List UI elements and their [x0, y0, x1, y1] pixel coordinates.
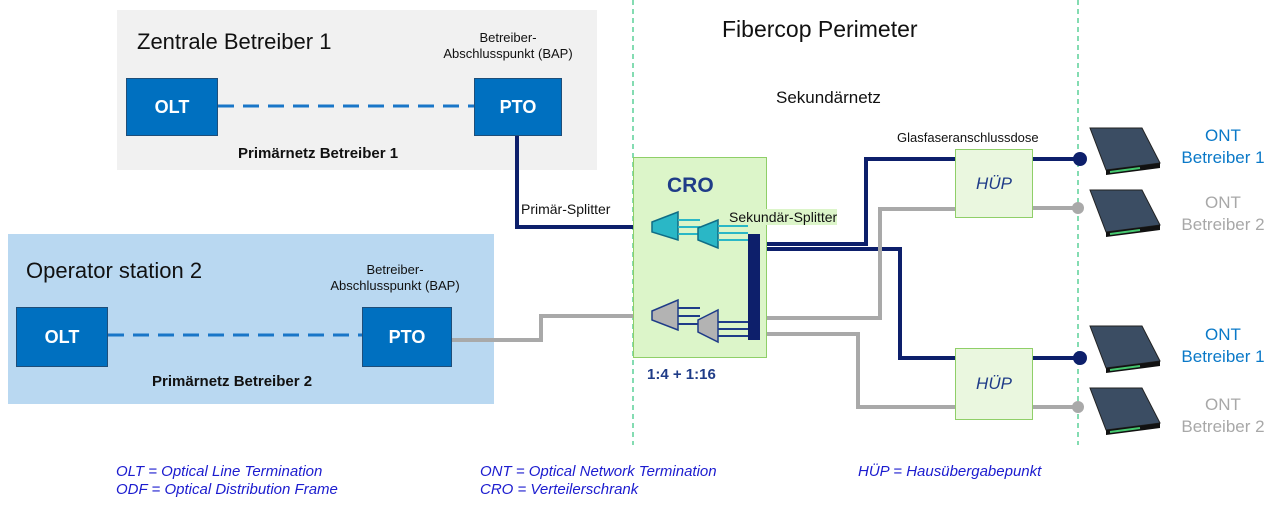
ont-operator: Betreiber 1	[1181, 347, 1265, 366]
operator2-olt-box: OLT	[16, 307, 108, 367]
connector-dot	[1072, 401, 1084, 413]
legend-odf: ODF = Optical Distribution Frame	[116, 481, 338, 498]
cro-ratio-label: 1:4 + 1:16	[647, 366, 716, 383]
hup-box-top: HÜP	[955, 149, 1033, 218]
glasfaser-label: Glasfaseranschlussdose	[897, 130, 1039, 145]
bap-line2: Abschlusspunkt (BAP)	[443, 46, 573, 61]
operator1-title: Zentrale Betreiber 1	[137, 29, 332, 54]
ont-label-4: ONT Betreiber 2	[1168, 394, 1278, 438]
hup-box-bottom: HÜP	[955, 348, 1033, 420]
secondary-splitter-label: Sekundär-Splitter	[729, 209, 838, 225]
legend-hup: HÜP = Hausübergabepunkt	[858, 463, 1042, 480]
operator1-bap-label: Betreiber- Abschlusspunkt (BAP)	[419, 30, 597, 62]
legend-right: HÜP = Hausübergabepunkt	[858, 463, 1041, 481]
ont-title: ONT	[1205, 126, 1241, 145]
operator2-bap-label: Betreiber- Abschlusspunkt (BAP)	[306, 262, 484, 294]
cro-label: CRO	[667, 174, 714, 197]
ont-label-1: ONT Betreiber 1	[1168, 125, 1278, 169]
operator2-primary-net-label: Primärnetz Betreiber 2	[152, 373, 313, 390]
ont-operator: Betreiber 1	[1181, 148, 1265, 167]
connector-dot	[1073, 351, 1087, 365]
ont-title: ONT	[1205, 193, 1241, 212]
operator1-pto-box: PTO	[474, 78, 562, 136]
bap-line1: Betreiber-	[479, 30, 537, 45]
ont-operator: Betreiber 2	[1181, 215, 1265, 234]
legend-olt: OLT = Optical Line Termination	[116, 463, 323, 480]
ont-operator: Betreiber 2	[1181, 417, 1265, 436]
operator1-olt-box: OLT	[126, 78, 218, 136]
fiber-operator1-pto-to-cro	[515, 136, 650, 229]
ont-title: ONT	[1205, 325, 1241, 344]
fiber-operator2-pto-to-cro	[452, 314, 650, 342]
bap-line1: Betreiber-	[366, 262, 424, 277]
perimeter-title: Fibercop Perimeter	[722, 16, 918, 42]
operator2-pto-box: PTO	[362, 307, 452, 367]
legend-ont: ONT = Optical Network Termination	[480, 463, 717, 480]
legend-cro: CRO = Verteilerschrank	[480, 481, 639, 498]
connector-dot	[1073, 152, 1087, 166]
secondary-network-label: Sekundärnetz	[776, 88, 881, 107]
ont-label-3: ONT Betreiber 1	[1168, 324, 1278, 368]
operator1-primary-net-label: Primärnetz Betreiber 1	[238, 145, 399, 162]
bap-line2: Abschlusspunkt (BAP)	[330, 278, 460, 293]
fiber-operator1-to-hup-top	[748, 157, 955, 246]
operator2-title: Operator station 2	[26, 258, 203, 283]
ont-title: ONT	[1205, 395, 1241, 414]
fiber-operator2-to-hup-top	[762, 207, 955, 320]
connector-dot	[1072, 202, 1084, 214]
fiber-operator1-to-hup-bottom	[762, 247, 955, 360]
legend-left: OLT = Optical Line Termination ODF = Opt…	[116, 463, 338, 499]
legend-middle: ONT = Optical Network Termination CRO = …	[480, 463, 717, 499]
ont-label-2: ONT Betreiber 2	[1168, 192, 1278, 236]
primary-splitter-label: Primär-Splitter	[521, 201, 611, 217]
